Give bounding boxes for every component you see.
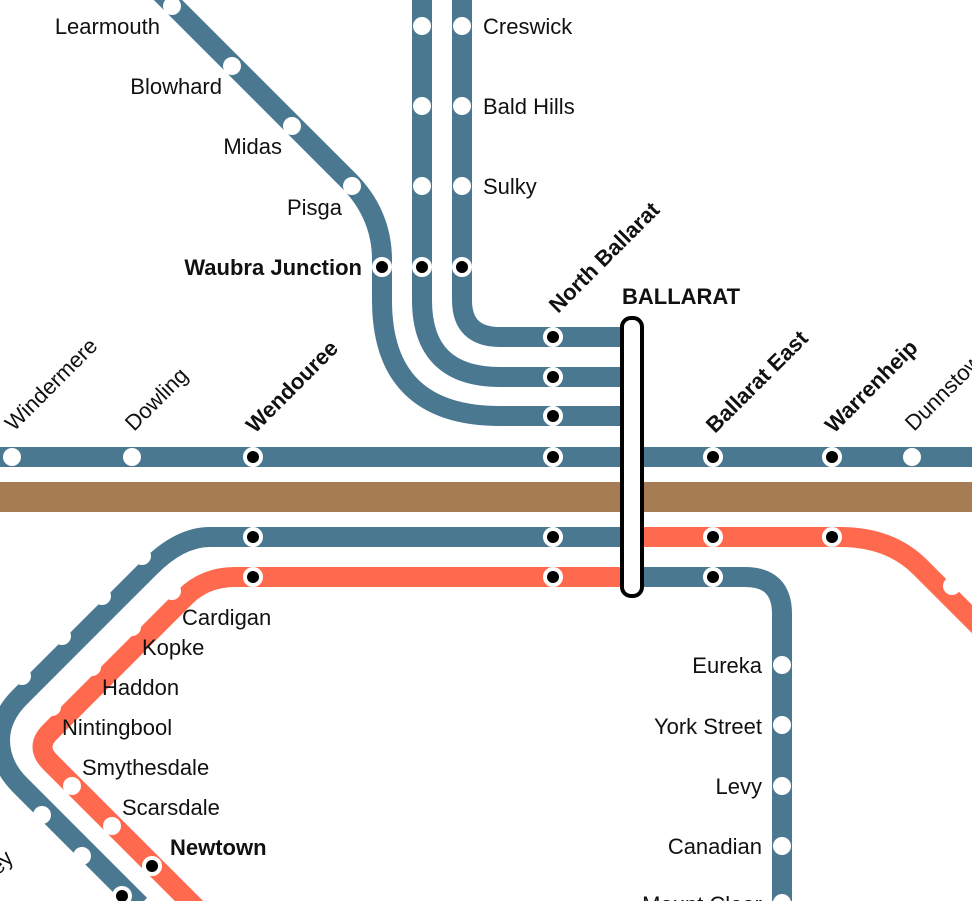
station-dowling[interactable]: [123, 448, 141, 466]
station-skipton-1[interactable]: [133, 547, 151, 565]
skipton-line: [0, 527, 630, 901]
label-creswick: Creswick: [483, 14, 573, 39]
station-creswick-a[interactable]: [413, 17, 431, 35]
station-windermere[interactable]: [3, 448, 21, 466]
interchange-markers: [112, 257, 842, 901]
label-windermere: Windermere: [0, 333, 102, 435]
label-scarsdale: Scarsdale: [122, 795, 220, 820]
creswick-line-2: [452, 0, 630, 347]
station-main-553[interactable]: [543, 447, 563, 467]
station-waubra-junction-c[interactable]: [452, 257, 472, 277]
label-newtown: Newtown: [170, 835, 267, 860]
melbourne-line: [630, 527, 972, 634]
creswick-line-1: [412, 0, 630, 387]
station-skipton-newtown[interactable]: [112, 886, 132, 901]
label-kopke: Kopke: [142, 635, 204, 660]
waubra-line: [153, 0, 630, 426]
station-smythesdale[interactable]: [63, 777, 81, 795]
station-cardigan[interactable]: [163, 582, 181, 600]
label-waubra-junction: Waubra Junction: [184, 255, 362, 280]
label-blowhard: Blowhard: [130, 74, 222, 99]
station-north-ballarat-c[interactable]: [543, 406, 563, 426]
station-skipton-3[interactable]: [53, 627, 71, 645]
label-bald-hills: Bald Hills: [483, 94, 575, 119]
station-skipton-5[interactable]: [33, 806, 51, 824]
station-lower-553-c[interactable]: [543, 567, 563, 587]
station-markers: [3, 0, 961, 901]
label-eureka: Eureka: [692, 653, 762, 678]
station-scarsdale[interactable]: [103, 817, 121, 835]
station-wendouree[interactable]: [243, 447, 263, 467]
label-pisga: Pisga: [287, 195, 343, 220]
station-learmouth[interactable]: [163, 0, 181, 15]
label-partial-southwest: ey: [0, 845, 18, 879]
station-lower-553-b[interactable]: [543, 527, 563, 547]
station-mount-clear[interactable]: [773, 894, 791, 901]
station-waubra-junction[interactable]: [372, 257, 392, 277]
station-dunnstown[interactable]: [903, 448, 921, 466]
station-creswick[interactable]: [453, 17, 471, 35]
station-haddon[interactable]: [83, 658, 101, 676]
station-bald-hills[interactable]: [453, 97, 471, 115]
station-north-ballarat[interactable]: [543, 327, 563, 347]
station-north-ballarat-b[interactable]: [543, 367, 563, 387]
station-skipton-4[interactable]: [13, 667, 31, 685]
geelong-line: [32, 567, 630, 901]
label-haddon: Haddon: [102, 675, 179, 700]
station-ballarat-east[interactable]: [703, 447, 723, 467]
buninyong-line: [630, 567, 792, 901]
station-ballarat-east-b[interactable]: [703, 527, 723, 547]
ballarat-station-bar[interactable]: [620, 316, 644, 598]
label-nintingbool: Nintingbool: [62, 715, 172, 740]
station-skipton-6[interactable]: [73, 847, 91, 865]
station-levy[interactable]: [773, 777, 791, 795]
label-mount-clear: Mount Clear: [642, 892, 762, 901]
freight-line: [0, 482, 972, 512]
station-newtown[interactable]: [142, 856, 162, 876]
station-warrenheip-b[interactable]: [822, 527, 842, 547]
label-york-street: York Street: [654, 714, 762, 739]
ballarat-label: BALLARAT: [622, 284, 741, 309]
label-dowling: Dowling: [120, 363, 193, 436]
station-sulky[interactable]: [453, 177, 471, 195]
label-midas: Midas: [223, 134, 282, 159]
label-sulky: Sulky: [483, 174, 537, 199]
station-melbourne-1[interactable]: [943, 577, 961, 595]
station-eureka[interactable]: [773, 656, 791, 674]
label-wendouree: Wendouree: [241, 335, 343, 437]
station-pisga[interactable]: [343, 177, 361, 195]
station-wendouree-c[interactable]: [243, 567, 263, 587]
station-warrenheip[interactable]: [822, 447, 842, 467]
label-cardigan: Cardigan: [182, 605, 271, 630]
station-midas[interactable]: [283, 117, 301, 135]
station-waubra-junction-b[interactable]: [412, 257, 432, 277]
station-ballarat-east-c[interactable]: [703, 567, 723, 587]
label-learmouth: Learmouth: [55, 14, 160, 39]
station-canadian[interactable]: [773, 837, 791, 855]
station-blowhard[interactable]: [223, 57, 241, 75]
station-nintingbool[interactable]: [43, 698, 61, 716]
label-canadian: Canadian: [668, 834, 762, 859]
station-kopke[interactable]: [123, 618, 141, 636]
label-smythesdale: Smythesdale: [82, 755, 209, 780]
label-levy: Levy: [716, 774, 762, 799]
station-wendouree-b[interactable]: [243, 527, 263, 547]
station-sulky-a[interactable]: [413, 177, 431, 195]
label-ballarat-east: Ballarat East: [701, 325, 813, 437]
station-bald-hills-a[interactable]: [413, 97, 431, 115]
station-york-street[interactable]: [773, 716, 791, 734]
station-skipton-2[interactable]: [93, 587, 111, 605]
